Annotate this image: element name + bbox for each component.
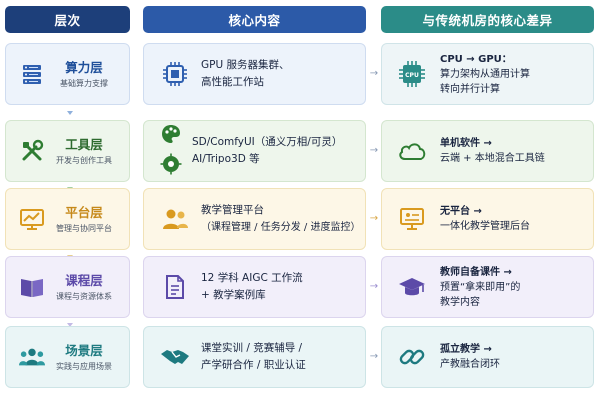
layer-subtitle: 实践与应用场景 (56, 361, 112, 371)
arrow-right-icon: → (369, 145, 379, 156)
content-course: 12 学科 AIGC 工作流 + 教学案例库 (143, 256, 366, 318)
diff-line: 云端 + 本地混合工具链 (440, 153, 545, 164)
handshake-icon (160, 342, 190, 372)
diff-line: 算力架构从通用计算 (440, 68, 530, 80)
layer-title: 工具层 (65, 136, 103, 152)
layer-subtitle: 基础算力支撑 (60, 78, 108, 88)
content-line: + 教学案例库 (201, 289, 266, 301)
diff-line: CPU → GPU： (440, 53, 512, 65)
content-line: 12 学科 AIGC 工作流 (201, 272, 303, 284)
users-icon (160, 204, 190, 234)
document-icon (160, 272, 190, 302)
content-scenario: 课堂实训 / 竞赛辅导 / 产学研合作 / 职业认证 (143, 326, 366, 388)
layer-title: 算力层 (65, 59, 103, 75)
diff-scenario: 孤立教学 → 产教融合闭环 (381, 326, 594, 388)
header-core-content: 核心内容 (143, 6, 366, 33)
arrow-down-icon (67, 323, 73, 327)
graduation-cap-icon (396, 271, 428, 303)
presentation-icon (396, 203, 428, 235)
people-group-icon (19, 344, 45, 370)
diff-line: 预置“拿来即用”的 (440, 281, 521, 293)
link-icon (396, 341, 428, 373)
chip-icon (160, 59, 190, 89)
content-line: 课堂实训 / 竞赛辅导 / (201, 342, 303, 354)
diff-tools: 单机软件 → 云端 + 本地混合工具链 (381, 120, 594, 182)
layer-subtitle: 管理与协同平台 (56, 223, 112, 233)
content-line: SD/ComfyUI（通义万相/可灵） (192, 136, 343, 148)
arrow-right-icon: → (369, 68, 379, 79)
content-line: 高性能工作站 (201, 76, 264, 88)
diff-line: 产教融合闭环 (440, 359, 500, 370)
diff-compute: CPU CPU → GPU： 算力架构从通用计算 转向并行计算 (381, 43, 594, 105)
diff-course: 教师自备课件 → 预置“拿来即用”的 教学内容 (381, 256, 594, 318)
cpu-icon: CPU (396, 58, 428, 90)
layer-compute: 算力层 基础算力支撑 (5, 43, 130, 105)
arrow-right-icon: → (369, 351, 379, 362)
diff-line: 一体化教学管理后台 (440, 221, 530, 232)
content-tools: SD/ComfyUI（通义万相/可灵） AI/Tripo3D 等 (143, 120, 366, 182)
layer-title: 平台层 (65, 204, 103, 220)
layer-title: 课程层 (65, 272, 103, 288)
layer-scenario: 场景层 实践与应用场景 (5, 326, 130, 388)
content-line: AI/Tripo3D 等 (192, 153, 260, 165)
layer-course: 课程层 课程与资源体系 (5, 256, 130, 318)
arrow-right-icon: → (369, 213, 379, 224)
cloud-icon (396, 135, 428, 167)
diff-line: 无平台 → (440, 206, 482, 217)
content-line: GPU 服务器集群、 (201, 59, 290, 71)
ai-chip-icon (160, 153, 182, 179)
tools-icon (19, 138, 45, 164)
content-line: （课程管理 / 任务分发 / 进度监控） (201, 222, 361, 233)
layer-tools: 工具层 开发与创作工具 (5, 120, 130, 182)
content-line: 产学研合作 / 职业认证 (201, 359, 306, 371)
content-compute: GPU 服务器集群、 高性能工作站 (143, 43, 366, 105)
diff-line: 转向并行计算 (440, 83, 500, 95)
content-platform: 教学管理平台 （课程管理 / 任务分发 / 进度监控） (143, 188, 366, 250)
content-line: 教学管理平台 (201, 204, 264, 216)
diff-line: 教学内容 (440, 296, 480, 308)
svg-text:CPU: CPU (405, 72, 419, 79)
arrow-down-icon (67, 111, 73, 115)
layer-subtitle: 开发与创作工具 (56, 155, 112, 165)
palette-icon (160, 123, 182, 149)
header-layer: 层次 (5, 6, 130, 33)
layer-subtitle: 课程与资源体系 (56, 291, 112, 301)
arrow-right-icon: → (369, 281, 379, 292)
diff-line: 孤立教学 → (440, 344, 492, 355)
diff-platform: 无平台 → 一体化教学管理后台 (381, 188, 594, 250)
diff-line: 单机软件 → (440, 138, 492, 149)
layer-title: 场景层 (65, 342, 103, 358)
chart-monitor-icon (19, 206, 45, 232)
header-core-difference: 与传统机房的核心差异 (381, 6, 594, 33)
server-icon (19, 61, 45, 87)
book-icon (19, 274, 45, 300)
layer-platform: 平台层 管理与协同平台 (5, 188, 130, 250)
diff-line: 教师自备课件 → (440, 266, 512, 278)
